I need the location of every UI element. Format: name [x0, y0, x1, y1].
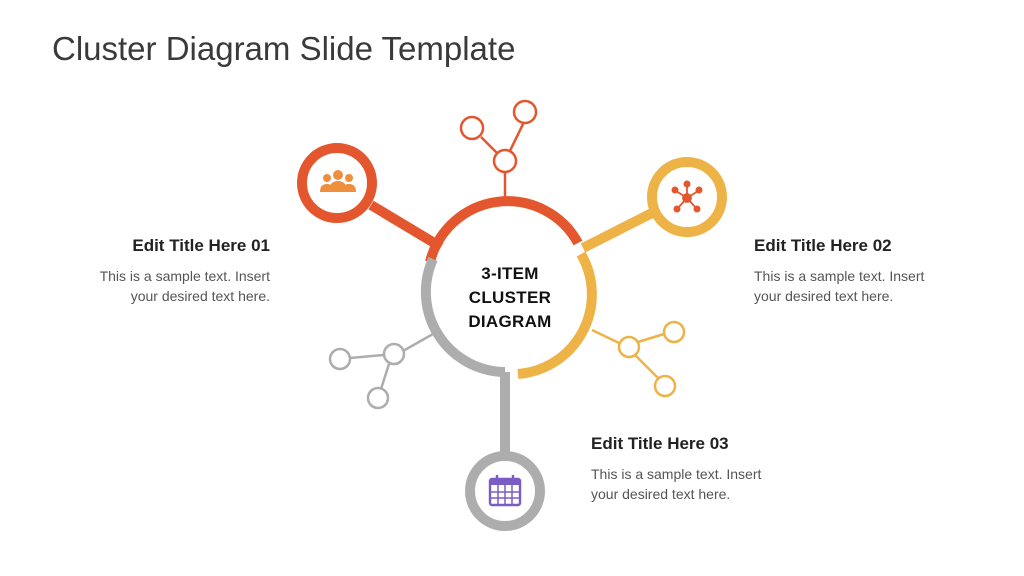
item-title-02: Edit Title Here 02	[754, 236, 892, 255]
slide-title: Cluster Diagram Slide Template	[52, 30, 516, 67]
item-text-03: This is a sample text. Insert your desir…	[591, 464, 791, 504]
item-text-01-line-2: your desired text here.	[130, 288, 270, 304]
molecule-decoration-03	[328, 332, 434, 410]
cluster-branch-01	[297, 99, 583, 264]
item-block-02: Edit Title Here 02 This is a sample text…	[754, 236, 954, 306]
network-hub-icon	[671, 180, 703, 213]
item-block-01: Edit Title Here 01 This is a sample text…	[70, 236, 270, 306]
center-label-line-1: 3-ITEM	[481, 264, 539, 283]
item-text-02: This is a sample text. Insert your desir…	[754, 266, 954, 306]
center-ring-arc-02	[517, 251, 597, 379]
item-title-01: Edit Title Here 01	[132, 236, 270, 255]
people-group-icon	[320, 170, 356, 192]
center-ring-arc-03	[420, 256, 506, 377]
item-text-01: This is a sample text. Insert your desir…	[70, 266, 270, 306]
center-label-line-2: CLUSTER	[468, 288, 552, 307]
cluster-branch-02	[517, 157, 727, 398]
molecule-decoration-02	[591, 320, 686, 398]
cluster-branch-03	[328, 256, 545, 531]
item-text-03-line-1: This is a sample text. Insert	[591, 466, 762, 482]
center-label: 3-ITEM CLUSTER DIAGRAM	[430, 262, 590, 334]
item-text-01-line-1: This is a sample text. Insert	[99, 268, 270, 284]
item-text-02-line-1: This is a sample text. Insert	[754, 268, 925, 284]
item-title-03: Edit Title Here 03	[591, 434, 729, 453]
connector-line-01	[368, 200, 444, 252]
calendar-icon	[488, 475, 522, 507]
connector-line-02	[580, 208, 655, 253]
center-label-line-3: DIAGRAM	[468, 312, 552, 331]
center-ring-arc-01	[425, 196, 583, 264]
molecule-decoration-01	[459, 99, 538, 206]
item-text-03-line-2: your desired text here.	[591, 486, 731, 502]
item-block-03: Edit Title Here 03 This is a sample text…	[591, 434, 791, 504]
item-text-02-line-2: your desired text here.	[754, 288, 894, 304]
